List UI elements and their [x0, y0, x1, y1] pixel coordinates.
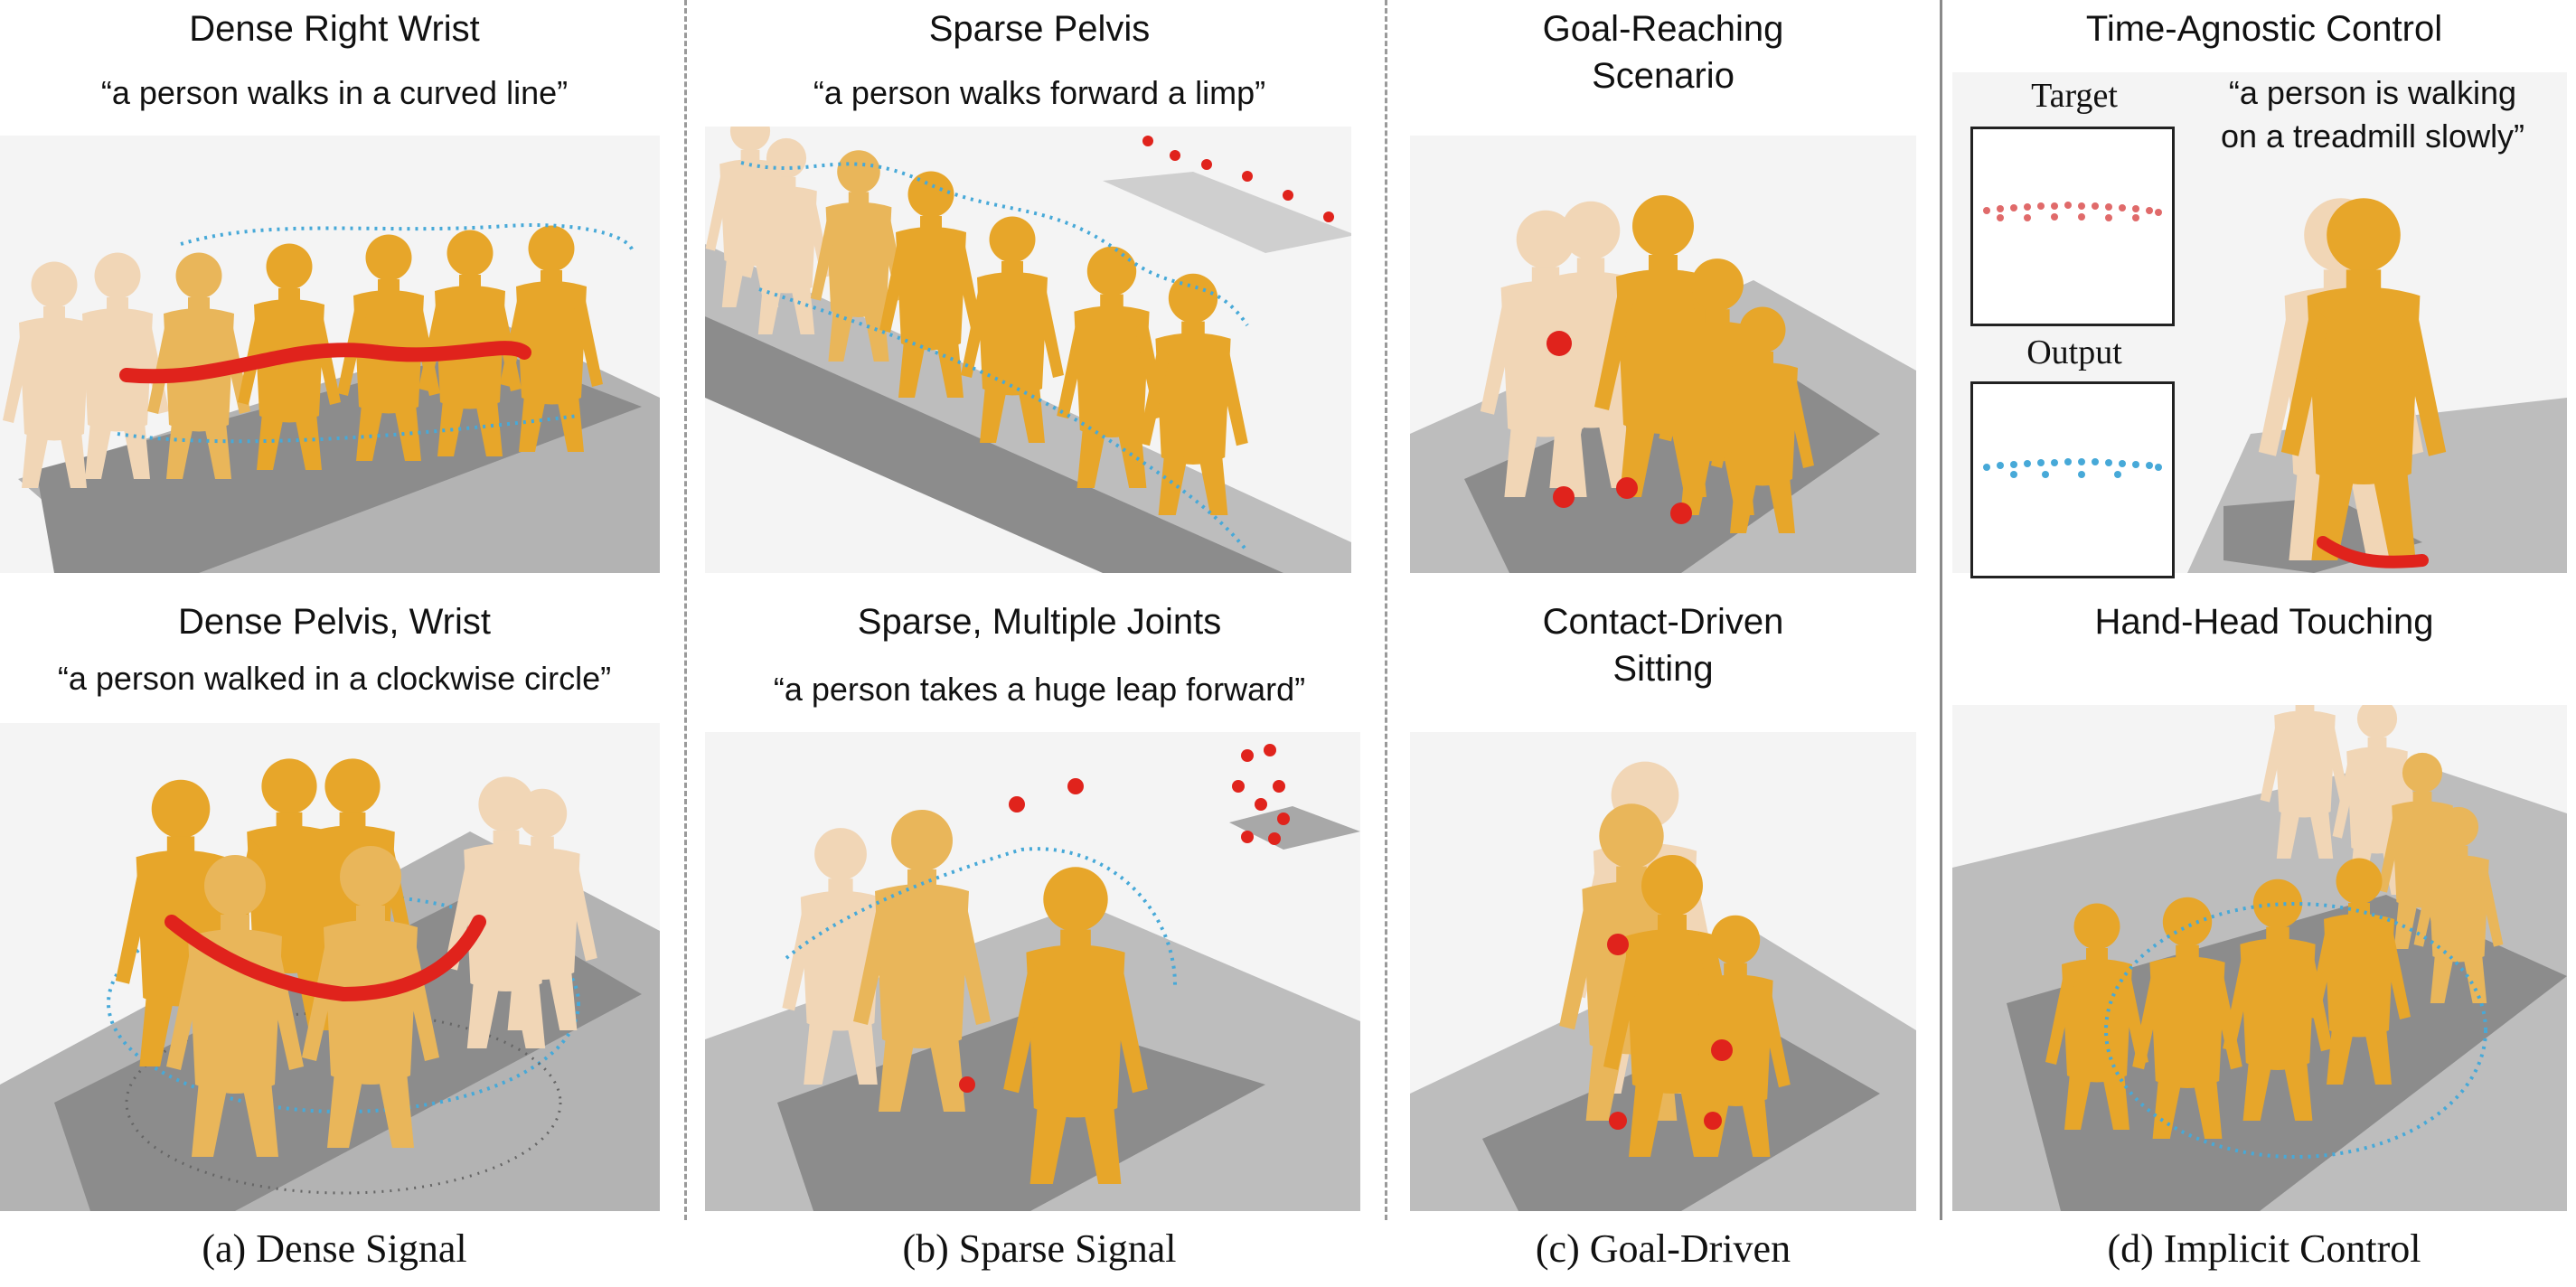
render-dense-right-wrist: [0, 136, 660, 573]
column-dense-signal: Dense Right Wrist “a person walks in a c…: [0, 0, 669, 1287]
panel-title-sparse-multiple-joints: Sparse, Multiple Joints: [857, 602, 1222, 642]
prompt-walks-limp: “a person walks forward a limp”: [813, 74, 1266, 111]
inset-output-plot: [1970, 381, 2175, 578]
divider-c-d: [1940, 0, 1942, 1220]
panel-title-goal-reaching-line2: Scenario: [1592, 56, 1735, 96]
column-sparse-signal: Sparse Pelvis “a person walks forward a …: [705, 0, 1374, 1287]
inset-target-plot: [1970, 127, 2175, 326]
divider-b-c: [1385, 0, 1387, 1220]
render-goal-reaching: [1410, 136, 1916, 573]
panel-title-contact-sitting-line1: Contact-Driven: [1542, 602, 1784, 642]
render-sparse-multiple-joints: [705, 732, 1360, 1211]
prompt-treadmill-line2: on a treadmill slowly”: [2220, 117, 2525, 155]
caption-dense-signal: (a) Dense Signal: [202, 1226, 467, 1271]
panel-title-goal-reaching-line1: Goal-Reaching: [1542, 9, 1784, 49]
render-contact-sitting: [1410, 732, 1916, 1211]
column-goal-driven: Goal-Reaching Scenario Contact-Driven Si…: [1410, 0, 1916, 1287]
prompt-treadmill-line1: “a person is walking: [2228, 74, 2517, 111]
panel-title-dense-right-wrist: Dense Right Wrist: [189, 9, 480, 49]
render-dense-pelvis-wrist: [0, 723, 660, 1211]
prompt-curved-line: “a person walks in a curved line”: [100, 74, 569, 111]
caption-sparse-signal: (b) Sparse Signal: [902, 1226, 1177, 1271]
prompt-clockwise-circle: “a person walked in a clockwise circle”: [57, 660, 612, 697]
inset-label-target: Target: [2031, 77, 2118, 115]
caption-goal-driven: (c) Goal-Driven: [1535, 1226, 1791, 1271]
prompt-huge-leap: “a person takes a huge leap forward”: [773, 671, 1306, 708]
panel-title-contact-sitting-line2: Sitting: [1612, 649, 1714, 689]
render-hand-head-touching: [1952, 705, 2567, 1211]
panel-title-time-agnostic: Time-Agnostic Control: [2085, 9, 2443, 49]
column-implicit-control: Time-Agnostic Control Target Output “a p…: [1952, 0, 2576, 1287]
divider-a-b: [684, 0, 687, 1220]
render-sparse-pelvis: [705, 127, 1351, 573]
panel-title-dense-pelvis-wrist: Dense Pelvis, Wrist: [177, 602, 491, 642]
panel-title-sparse-pelvis: Sparse Pelvis: [928, 9, 1151, 49]
inset-label-output: Output: [2026, 333, 2122, 371]
caption-implicit-control: (d) Implicit Control: [2107, 1226, 2421, 1271]
panel-title-hand-head-touching: Hand-Head Touching: [2094, 602, 2434, 642]
